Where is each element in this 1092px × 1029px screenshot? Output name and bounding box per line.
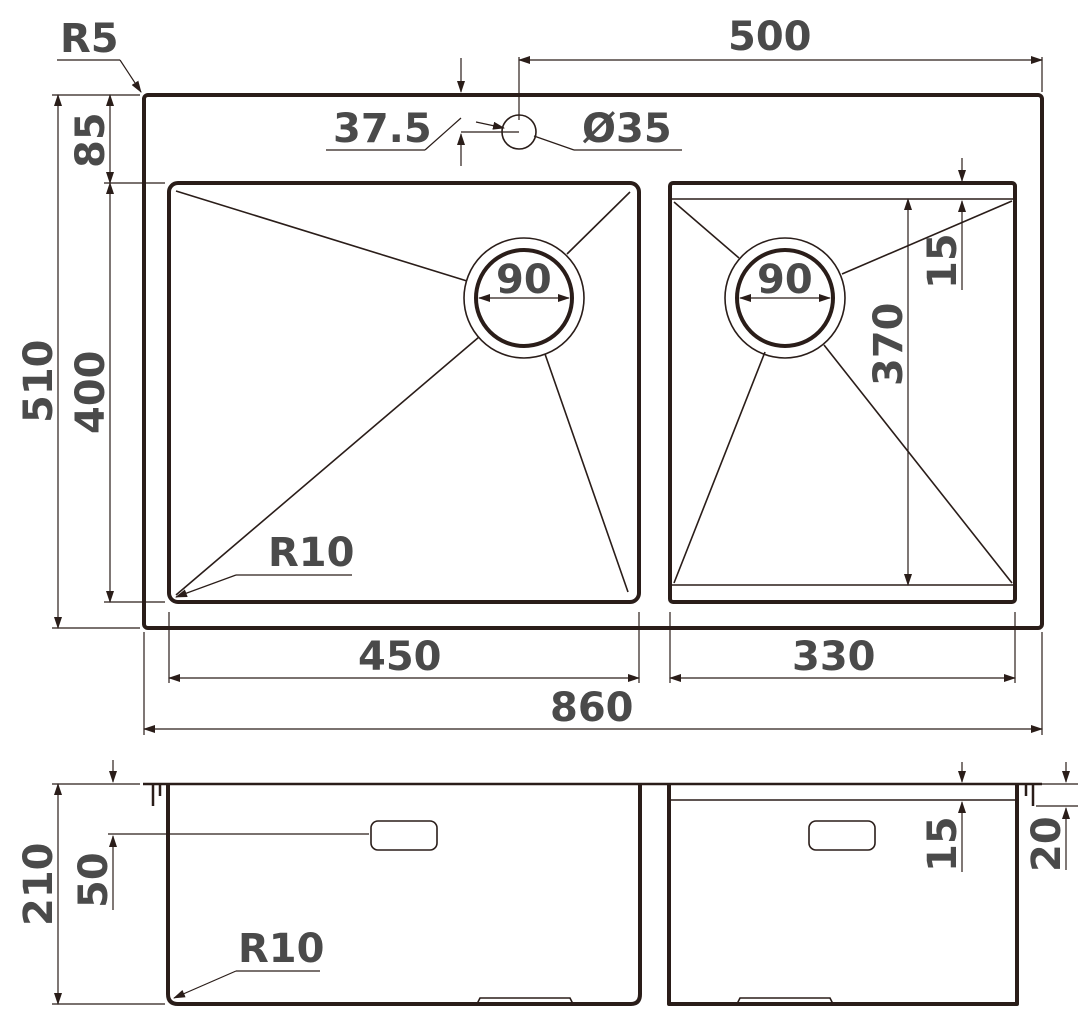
left-bowl-slopes	[175, 190, 631, 596]
dim-37-5-label: 37.5	[333, 106, 432, 152]
dim-370: 370	[866, 198, 912, 586]
dim-330-label: 330	[792, 634, 876, 680]
right-drain-label: 90	[757, 257, 813, 303]
right-bowl-slopes	[673, 200, 1013, 584]
dim-860: 860	[143, 632, 1043, 735]
dim-860-label: 860	[550, 685, 634, 731]
right-bowl-ledges	[672, 198, 1013, 586]
dim-15-side: 15	[920, 762, 966, 872]
dim-510: 510	[16, 94, 140, 629]
dim-35-label: Ø35	[582, 106, 672, 152]
right-bowl-outline	[668, 181, 1017, 604]
r10-side-leader: R10	[173, 926, 324, 999]
dim-50: 50	[71, 760, 369, 910]
right-bowl-profile	[667, 784, 1019, 1006]
dim-35: Ø35	[475, 106, 682, 152]
deck-outline	[142, 93, 1044, 630]
dim-400: 400	[68, 182, 165, 603]
dim-50-label: 50	[71, 852, 117, 908]
r10-plan-leader: R10	[175, 530, 354, 598]
dim-37-5: 37.5	[326, 58, 519, 166]
dim-500-label: 500	[728, 14, 812, 60]
dim-85: 85	[68, 94, 165, 184]
left-bowl-profile	[166, 784, 642, 1006]
dim-450: 450	[168, 612, 640, 683]
plan-view: R5 500 37.5 Ø35	[16, 14, 1044, 735]
dim-15-plan: 15	[920, 158, 966, 290]
r10-plan-label: R10	[268, 530, 354, 576]
dim-450-label: 450	[358, 634, 442, 680]
r5-leader: R5	[57, 16, 142, 93]
left-drain-label: 90	[496, 257, 552, 303]
r10-side-label: R10	[238, 926, 324, 972]
left-overflow	[370, 820, 438, 851]
dim-15-plan-label: 15	[920, 233, 966, 289]
left-bowl-outline	[167, 181, 641, 604]
right-overflow	[808, 820, 876, 851]
dim-210: 210	[16, 783, 165, 1005]
r5-label: R5	[60, 16, 119, 62]
right-drain	[724, 237, 846, 359]
dim-330: 330	[669, 612, 1016, 683]
dim-400-label: 400	[68, 351, 114, 435]
dim-85-label: 85	[68, 112, 114, 168]
dim-500: 500	[518, 14, 1043, 120]
dim-20-label: 20	[1024, 816, 1070, 872]
side-view: 210 50 R10 15 20	[16, 760, 1078, 1006]
dim-210-label: 210	[16, 843, 62, 927]
dim-370-label: 370	[866, 303, 912, 387]
dim-510-label: 510	[16, 340, 62, 424]
left-drain	[463, 237, 585, 359]
dim-15-side-label: 15	[920, 816, 966, 872]
dim-20: 20	[1024, 762, 1078, 872]
